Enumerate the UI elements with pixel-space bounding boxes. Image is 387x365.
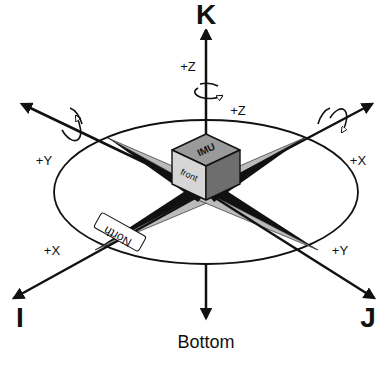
axis-lines	[14, 30, 374, 318]
axis-name: J	[359, 304, 377, 332]
axis-sign: +Y	[331, 244, 349, 257]
axis-name: K	[195, 1, 217, 29]
imu-label: IMU	[196, 142, 217, 159]
front-label: front	[179, 167, 199, 183]
rotation-sign: +Y	[35, 154, 53, 167]
axis-name: I	[15, 304, 25, 332]
imu-cube	[172, 134, 240, 200]
axis-sign: +Z	[179, 60, 197, 73]
rotation-sign: +Z	[229, 104, 247, 117]
axis-sign: +X	[43, 244, 61, 257]
bottom-label: Bottom	[176, 333, 235, 351]
rotation-sign: +X	[349, 154, 367, 167]
imu-box: IMU front	[172, 134, 240, 200]
rotation-arrows	[62, 83, 347, 140]
